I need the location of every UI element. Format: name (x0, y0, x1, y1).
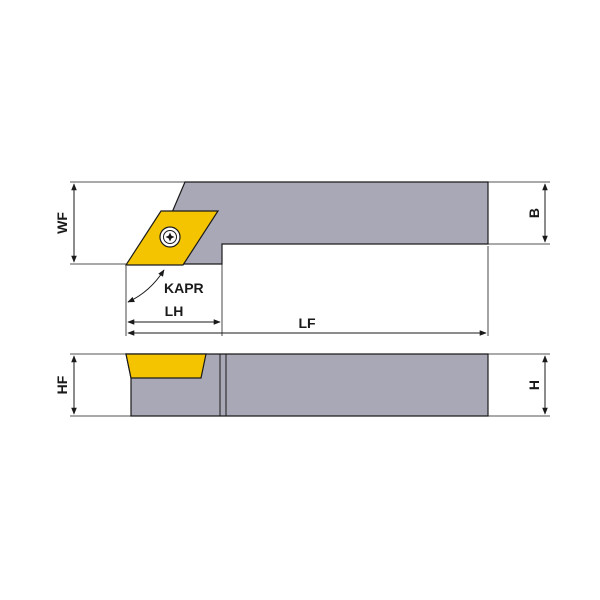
top-view (124, 181, 489, 266)
kapr-angle: KAPR (125, 266, 204, 336)
wf-dimension: WF (54, 181, 185, 265)
h-dimension: H (488, 353, 550, 417)
torx-screw-icon (159, 226, 181, 248)
insert-top (124, 210, 220, 266)
wf-label: WF (54, 212, 70, 234)
lh-label: LH (165, 303, 184, 319)
kapr-label: KAPR (164, 280, 204, 296)
insert-side (125, 353, 207, 379)
side-view (125, 353, 489, 417)
lf-label: LF (298, 315, 316, 331)
lh-dimension: LH (127, 246, 223, 336)
hf-label: HF (54, 375, 70, 394)
b-label: B (526, 208, 542, 218)
b-dimension: B (488, 181, 550, 245)
h-label: H (526, 380, 542, 390)
hf-dimension: HF (54, 353, 131, 417)
lf-dimension: LF (127, 246, 489, 336)
